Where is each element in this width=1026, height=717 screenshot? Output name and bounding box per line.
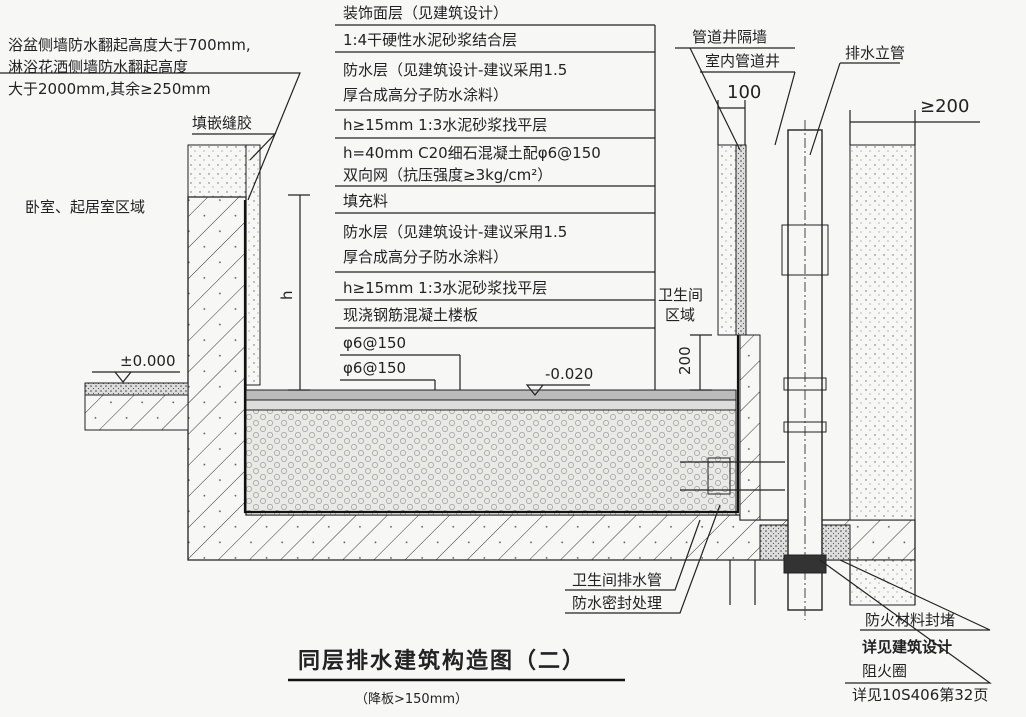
layer-label: h≥15mm 1:3水泥砂浆找平层 xyxy=(343,116,547,134)
upturn-note: 浴盆侧墙防水翻起高度大于700mm, xyxy=(8,36,251,54)
annotations: 浴盆侧墙防水翻起高度大于700mm, 淋浴花洒侧墙防水翻起高度 大于2000mm… xyxy=(8,28,988,704)
structure xyxy=(0,47,992,684)
layer-label: h≥15mm 1:3水泥砂浆找平层 xyxy=(343,279,547,297)
elevation-floor: -0.020 xyxy=(545,365,593,383)
shaft-wall-label: 管道井隔墙 xyxy=(692,28,767,46)
elevation-zero: ±0.000 xyxy=(120,352,176,370)
sealant-label: 填嵌缝胶 xyxy=(192,114,252,132)
layer-label: 填充料 xyxy=(343,192,388,210)
see-arch-label: 详见建筑设计 xyxy=(862,638,952,656)
layer-label: φ6@150 xyxy=(343,334,406,352)
dim-ge200: ≥200 xyxy=(920,96,969,117)
see-ref-label: 详见10S406第32页 xyxy=(852,686,988,704)
layer-labels: 装饰面层（见建筑设计） 1:4干硬性水泥砂浆结合层 防水层（见建筑设计-建议采用… xyxy=(335,4,656,470)
layer-label: 厚合成高分子防水涂料） xyxy=(343,86,508,104)
layer-label: φ6@150 xyxy=(343,359,406,377)
bedroom-area-label: 卧室、起居室区域 xyxy=(25,198,145,216)
fire-seal-label: 防火材料封堵 xyxy=(865,611,955,629)
drawing-title: 同层排水建筑构造图（二） xyxy=(298,648,586,674)
layer-label: 双向网（抗压强度≥3kg/cm²） xyxy=(343,166,552,184)
layer-label: 防水层（见建筑设计-建议采用1.5 xyxy=(343,223,567,241)
dim-h: h xyxy=(278,290,296,300)
dim-100: 100 xyxy=(727,82,761,103)
upturn-note: 大于2000mm,其余≥250mm xyxy=(8,80,211,98)
shaft-label: 室内管道井 xyxy=(705,52,780,70)
dim-200: 200 xyxy=(676,346,694,375)
seal-label: 防水密封处理 xyxy=(572,594,662,612)
upturn-note: 淋浴花洒侧墙防水翻起高度 xyxy=(8,58,188,76)
layer-label: h=40mm C20细石混凝土配φ6@150 xyxy=(343,144,601,162)
layer-label: 现浇钢筋混凝土楼板 xyxy=(343,306,478,324)
stack-label: 排水立管 xyxy=(845,44,905,62)
layer-label: 厚合成高分子防水涂料） xyxy=(343,248,508,266)
drain-pipe-label: 卫生间排水管 xyxy=(572,571,662,589)
layer-label: 1:4干硬性水泥砂浆结合层 xyxy=(343,31,517,49)
layer-label: 防水层（见建筑设计-建议采用1.5 xyxy=(343,61,567,79)
bathroom-area-label: 卫生间 xyxy=(658,286,703,304)
bathroom-area-label: 区域 xyxy=(665,306,695,324)
layer-label: 装饰面层（见建筑设计） xyxy=(343,4,508,22)
fire-collar-label: 阻火圈 xyxy=(862,662,907,680)
drawing-subtitle: （降板>150mm） xyxy=(355,692,468,707)
